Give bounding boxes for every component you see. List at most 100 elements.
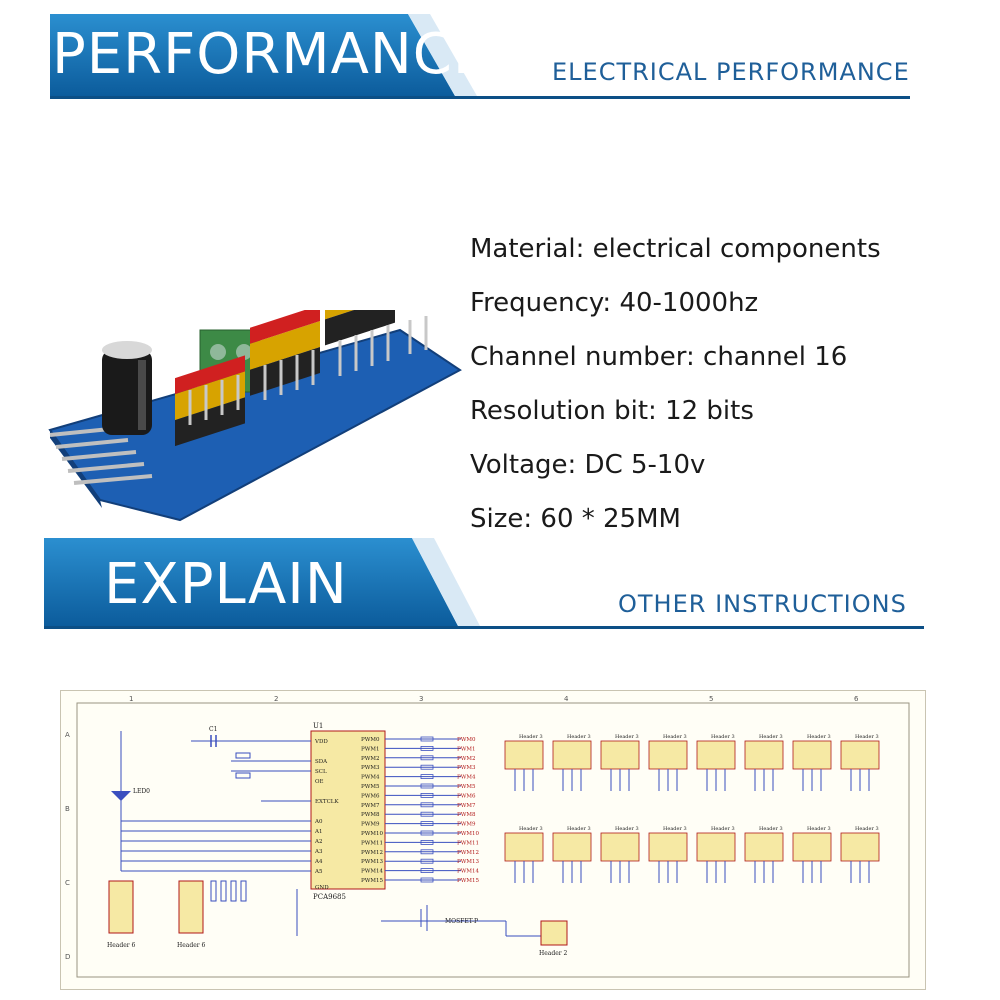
- ic-pin-label: PWM13: [361, 859, 383, 865]
- output-header-label: Header 3: [855, 734, 879, 740]
- pwm-resistor: [420, 849, 434, 855]
- pwm-resistor: [420, 746, 434, 751]
- spec-frequency: Frequency: 40-1000hz: [470, 288, 759, 318]
- output-header-label: Header 3: [807, 826, 831, 832]
- output-header: [600, 740, 640, 770]
- ic-pin-label: EXTCLK: [315, 799, 339, 805]
- column-label: 1: [129, 695, 133, 703]
- pwm-resistor: [420, 774, 434, 779]
- spec-material: Material: electrical components: [470, 234, 881, 264]
- ic-pin-label: PWM8: [361, 812, 380, 818]
- explain-banner-shape: [44, 538, 924, 629]
- spec-resolution: Resolution bit: 12 bits: [470, 396, 754, 426]
- pwm-resistor: [420, 858, 434, 864]
- pwm-net-label: PWM6: [457, 793, 476, 799]
- output-header: [696, 740, 736, 770]
- pwm-resistor: [420, 811, 434, 817]
- explain-subtitle: OTHER INSTRUCTIONS: [618, 590, 907, 618]
- ic-pin-label: PWM10: [361, 831, 383, 837]
- ic-pin-label: PWM11: [361, 840, 383, 846]
- pwm-net-label: PWM13: [457, 859, 479, 865]
- pwm-net-label: PWM5: [457, 784, 476, 790]
- output-header-label: Header 3: [567, 734, 591, 740]
- output-header: [792, 832, 832, 862]
- output-header-label: Header 3: [807, 734, 831, 740]
- pwm-net-label: PWM0: [457, 737, 476, 743]
- pwm-resistor: [420, 736, 434, 742]
- output-header: [552, 740, 592, 770]
- pwm-driver-board-image: [40, 254, 470, 534]
- header-power-label: Header 2: [539, 950, 568, 957]
- pwm-net-label: PWM15: [457, 878, 479, 884]
- spec-size: Size: 60 * 25MM: [470, 504, 681, 534]
- output-header-label: Header 3: [855, 826, 879, 832]
- output-header: [840, 832, 880, 862]
- row-label: D: [65, 953, 70, 961]
- column-label: 2: [274, 695, 278, 703]
- output-header: [504, 832, 544, 862]
- output-header-label: Header 3: [759, 734, 783, 740]
- ic-pin-label: PWM14: [361, 869, 383, 875]
- output-header-label: Header 3: [711, 826, 735, 832]
- output-header: [744, 740, 784, 770]
- pwm-net-label: PWM8: [457, 812, 476, 818]
- ic-pin-label: PWM2: [361, 756, 380, 762]
- ic-pin-label: SCL: [315, 769, 327, 775]
- column-label: 5: [709, 695, 713, 703]
- column-label: 6: [854, 695, 859, 703]
- pwm-driver-board: [48, 254, 462, 522]
- ic-pin-label: OE: [315, 779, 324, 785]
- ic-pin-label: A1: [314, 829, 322, 835]
- pwm-net-label: PWM7: [457, 803, 476, 809]
- pwm-resistor: [420, 783, 434, 789]
- ic-pin-label: PWM3: [361, 765, 380, 771]
- pwm-net-label: PWM14: [457, 869, 479, 875]
- spec-channel-number: Channel number: channel 16: [470, 342, 848, 372]
- output-header-label: Header 3: [663, 734, 687, 740]
- pwm-net-label: PWM1: [457, 746, 476, 752]
- ic-pin-label: A5: [314, 869, 323, 875]
- output-headers: Header 3 Header 3 Header 3 Header 3 Header 3…: [504, 734, 880, 883]
- ic-pin-label: PWM6: [361, 793, 380, 799]
- ic-pin-label: A4: [314, 859, 323, 865]
- performance-subtitle: ELECTRICAL PERFORMANCE: [552, 58, 910, 86]
- output-header: [696, 832, 736, 862]
- row-label: C: [65, 879, 70, 887]
- ic-name: PCA9685: [313, 893, 346, 901]
- output-header: [504, 740, 544, 770]
- column-label: 3: [419, 695, 423, 703]
- pwm-resistor: [420, 830, 434, 836]
- pwm-resistor: [420, 802, 434, 808]
- row-label: A: [65, 731, 70, 739]
- explain-title: EXPLAIN: [104, 552, 348, 617]
- ic-pin-label: PWM0: [361, 737, 380, 743]
- pwm-resistor: [420, 868, 434, 874]
- header-left-2: [178, 880, 204, 934]
- resistor-array: [210, 752, 251, 902]
- pwm-resistor: [420, 877, 434, 883]
- pwm-resistor: [420, 755, 434, 761]
- ic-pin-label: PWM7: [361, 803, 380, 809]
- pwm-resistor: [420, 821, 434, 827]
- header-left-1: [108, 880, 134, 934]
- ic-pin-label: A0: [314, 819, 323, 825]
- performance-title: PERFORMANCE: [52, 22, 490, 87]
- pwm-resistor: [420, 793, 434, 798]
- performance-banner-shape: [50, 14, 910, 99]
- output-header-label: Header 3: [759, 826, 783, 832]
- header-power: [540, 920, 568, 946]
- ic-pin-label: PWM12: [361, 850, 383, 856]
- mosfet-icon: [420, 905, 428, 931]
- led-icon: [111, 791, 131, 801]
- header-left-1-label: Header 6: [107, 942, 136, 949]
- output-header: [840, 740, 880, 770]
- output-header: [792, 740, 832, 770]
- ic-pin-label: PWM15: [361, 878, 383, 884]
- pwm-resistor: [420, 764, 434, 770]
- ic-pin-label: SDA: [315, 759, 328, 765]
- spec-voltage: Voltage: DC 5-10v: [470, 450, 706, 480]
- row-label: B: [65, 805, 70, 813]
- capacitor-c1-label: C1: [209, 726, 217, 733]
